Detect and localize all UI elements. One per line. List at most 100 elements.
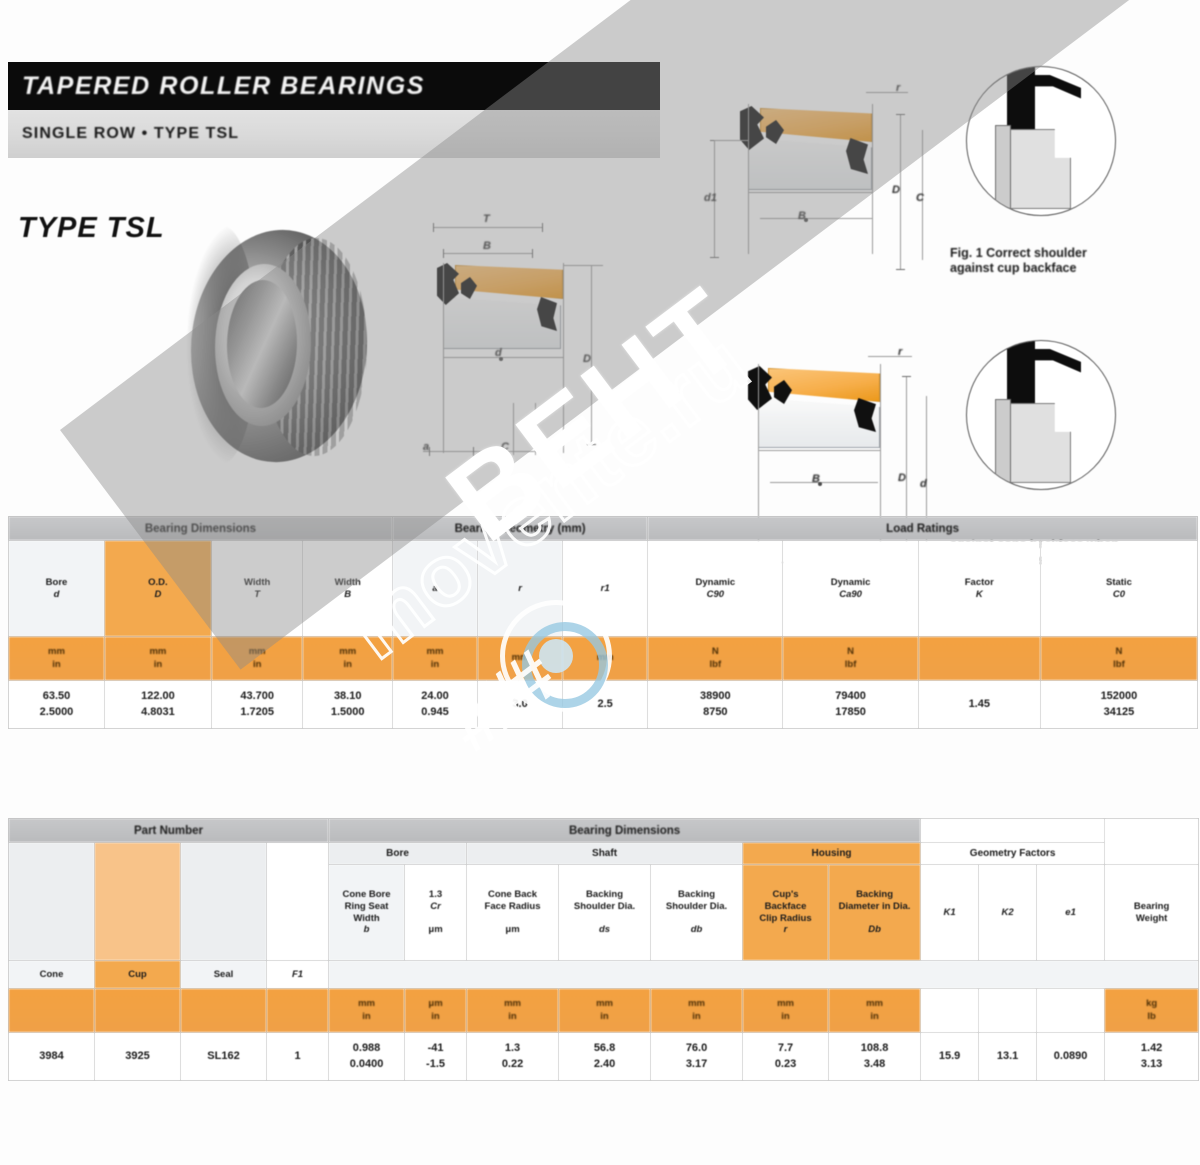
cell-seal-part-number: SL162 bbox=[180, 1032, 267, 1081]
spacer-weight bbox=[1104, 818, 1200, 865]
cell-cone-part-number: 3984 bbox=[8, 1032, 95, 1081]
unit-f1 bbox=[265, 988, 330, 1033]
col-cone-back-face-radius: Cone Back Face Radius μm bbox=[466, 864, 560, 961]
col-k2: K2 bbox=[978, 864, 1038, 961]
col-od: O.D.D bbox=[103, 540, 212, 637]
spacer-cone bbox=[8, 842, 95, 961]
col-e1: e1 bbox=[1036, 864, 1106, 961]
cell-factor-k: 1.45 bbox=[917, 680, 1041, 729]
col-backing-shoulder-ds: Backing Shoulder Dia. ds bbox=[558, 864, 652, 961]
col-f1-label: F1 bbox=[265, 960, 330, 989]
detail-figure-1 bbox=[966, 66, 1116, 216]
page-subheader-bar: SINGLE ROW • TYPE TSL bbox=[8, 110, 660, 158]
group-header-part-number: Part Number bbox=[7, 818, 330, 843]
unit-geom-r: mm bbox=[477, 636, 564, 681]
unit-geom-r1: mm bbox=[562, 636, 649, 681]
col-cr: 1.3 Cr μm bbox=[404, 864, 468, 961]
cell-k2: 13.1 bbox=[978, 1032, 1038, 1081]
col-geom-r1: r1 bbox=[562, 540, 649, 637]
unit-k1 bbox=[920, 988, 980, 1033]
col-geom-r: r bbox=[477, 540, 564, 637]
bearing-photo bbox=[185, 218, 375, 468]
cell-e1: 0.0890 bbox=[1036, 1032, 1106, 1081]
group-header-bearing-dimensions-2: Bearing Dimensions bbox=[328, 818, 922, 843]
spacer-seal bbox=[180, 842, 267, 961]
cell-f1: 1 bbox=[265, 1032, 330, 1081]
group-header-bearing-geometry: Bearing Geometry (mm) bbox=[391, 516, 649, 541]
unit-k2 bbox=[978, 988, 1038, 1033]
col-cone-ring-seat-width: Cone Bore Ring Seat Width b bbox=[328, 864, 406, 961]
subgroup-geometry-factors: Geometry Factors bbox=[920, 842, 1106, 865]
col-backing-diameter: Backing Diameter in Dia. Db bbox=[828, 864, 922, 961]
col-k1: K1 bbox=[920, 864, 980, 961]
subgroup-housing: Housing bbox=[742, 842, 922, 865]
part-number-table: Part Number Bearing Dimensions Bore Shaf… bbox=[7, 818, 1200, 1081]
spacer-f1 bbox=[265, 842, 330, 961]
page-title: TAPERED ROLLER BEARINGS bbox=[22, 71, 426, 100]
col-cone-label: Cone bbox=[8, 960, 95, 989]
figure-1-caption-line-2: against cup backface bbox=[950, 261, 1077, 276]
cell-geom-r: 3.0 bbox=[477, 680, 564, 729]
spacer-sub-row bbox=[328, 960, 1200, 989]
page-header-bar: TAPERED ROLLER BEARINGS bbox=[8, 62, 660, 110]
spacer-geometry bbox=[920, 818, 1106, 843]
col-seal-label: Seal bbox=[180, 960, 267, 989]
group-header-bearing-dimensions: Bearing Dimensions bbox=[8, 516, 393, 541]
cross-section-drawing-2: B d1 D C r bbox=[700, 80, 940, 280]
unit-cone bbox=[8, 988, 95, 1033]
page-subtitle: SINGLE ROW • TYPE TSL bbox=[22, 125, 240, 142]
col-geom-a: a bbox=[391, 540, 479, 637]
cell-cup-part-number: 3925 bbox=[94, 1032, 181, 1081]
subgroup-bore: Bore bbox=[328, 842, 468, 865]
cross-section-drawing-3: B D d r T bbox=[720, 346, 950, 580]
detail-figure-2 bbox=[966, 340, 1116, 490]
unit-factor-k bbox=[917, 636, 1041, 681]
spacer-cup bbox=[94, 842, 181, 961]
col-bearing-weight: Bearing Weight bbox=[1104, 864, 1200, 961]
cell-geom-r1: 2.5 bbox=[562, 680, 649, 729]
cell-cr: -41-1.5 bbox=[404, 1032, 468, 1081]
figure-1-caption-line-1: Fig. 1 Correct shoulder bbox=[950, 246, 1087, 260]
unit-seal bbox=[180, 988, 267, 1033]
type-label: TYPE TSL bbox=[18, 212, 165, 244]
unit-e1 bbox=[1036, 988, 1106, 1033]
subgroup-shaft: Shaft bbox=[466, 842, 744, 865]
col-cup-backface-clip-radius: Cup's Backface Clip Radius r bbox=[742, 864, 830, 961]
